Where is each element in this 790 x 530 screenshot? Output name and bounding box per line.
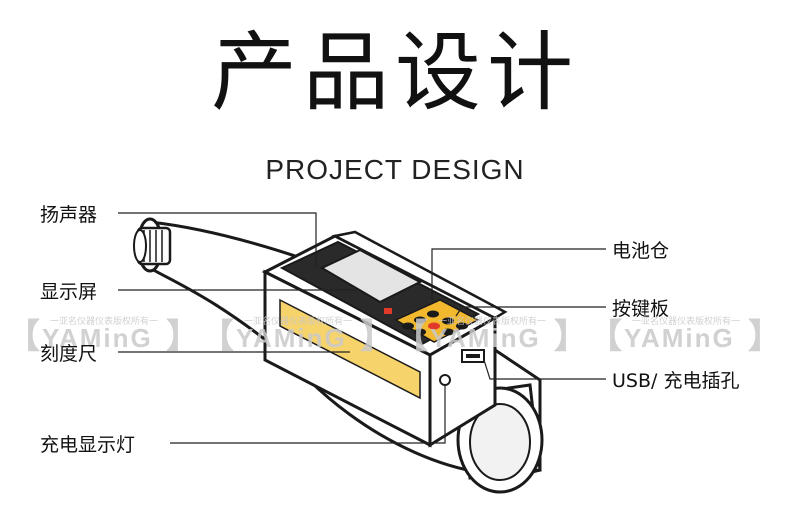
label-scale: 刻度尺: [40, 343, 98, 365]
label-charge-light: 充电显示灯: [40, 434, 136, 456]
watermark: 【 一亚名仪器仪表版权所有一 YAMinG 】: [6, 316, 200, 356]
watermark: 【 一亚名仪器仪表版权所有一 YAMinG 】: [588, 316, 782, 356]
usb-port: [461, 349, 485, 363]
speaker-leader: [118, 212, 317, 268]
label-keypad: 按键板: [612, 298, 670, 320]
watermark: 【 一亚名仪器仪表版权所有一 YAMinG 】: [200, 316, 394, 356]
charge-led: [439, 374, 451, 386]
page-title: 产品设计: [211, 23, 579, 123]
page-subtitle: PROJECT DESIGN: [265, 154, 525, 185]
leader-lines: [118, 212, 606, 444]
keypad: [384, 299, 480, 343]
screen: [319, 248, 423, 304]
keypad-leader: [455, 306, 606, 317]
hammer-tip: [133, 217, 172, 273]
label-speaker: 扬声器: [40, 204, 98, 226]
charge-light-leader: [170, 386, 446, 444]
usb-leader: [483, 359, 606, 380]
label-battery: 电池仓: [612, 240, 670, 262]
watermark: 【 一亚名仪器仪表版权所有一 YAMinG 】: [394, 316, 588, 356]
battery-leader: [431, 248, 606, 300]
label-usb-port: USB/ 充电插孔: [612, 370, 740, 392]
scale-strip: [279, 298, 421, 400]
label-display: 显示屏: [40, 281, 98, 303]
